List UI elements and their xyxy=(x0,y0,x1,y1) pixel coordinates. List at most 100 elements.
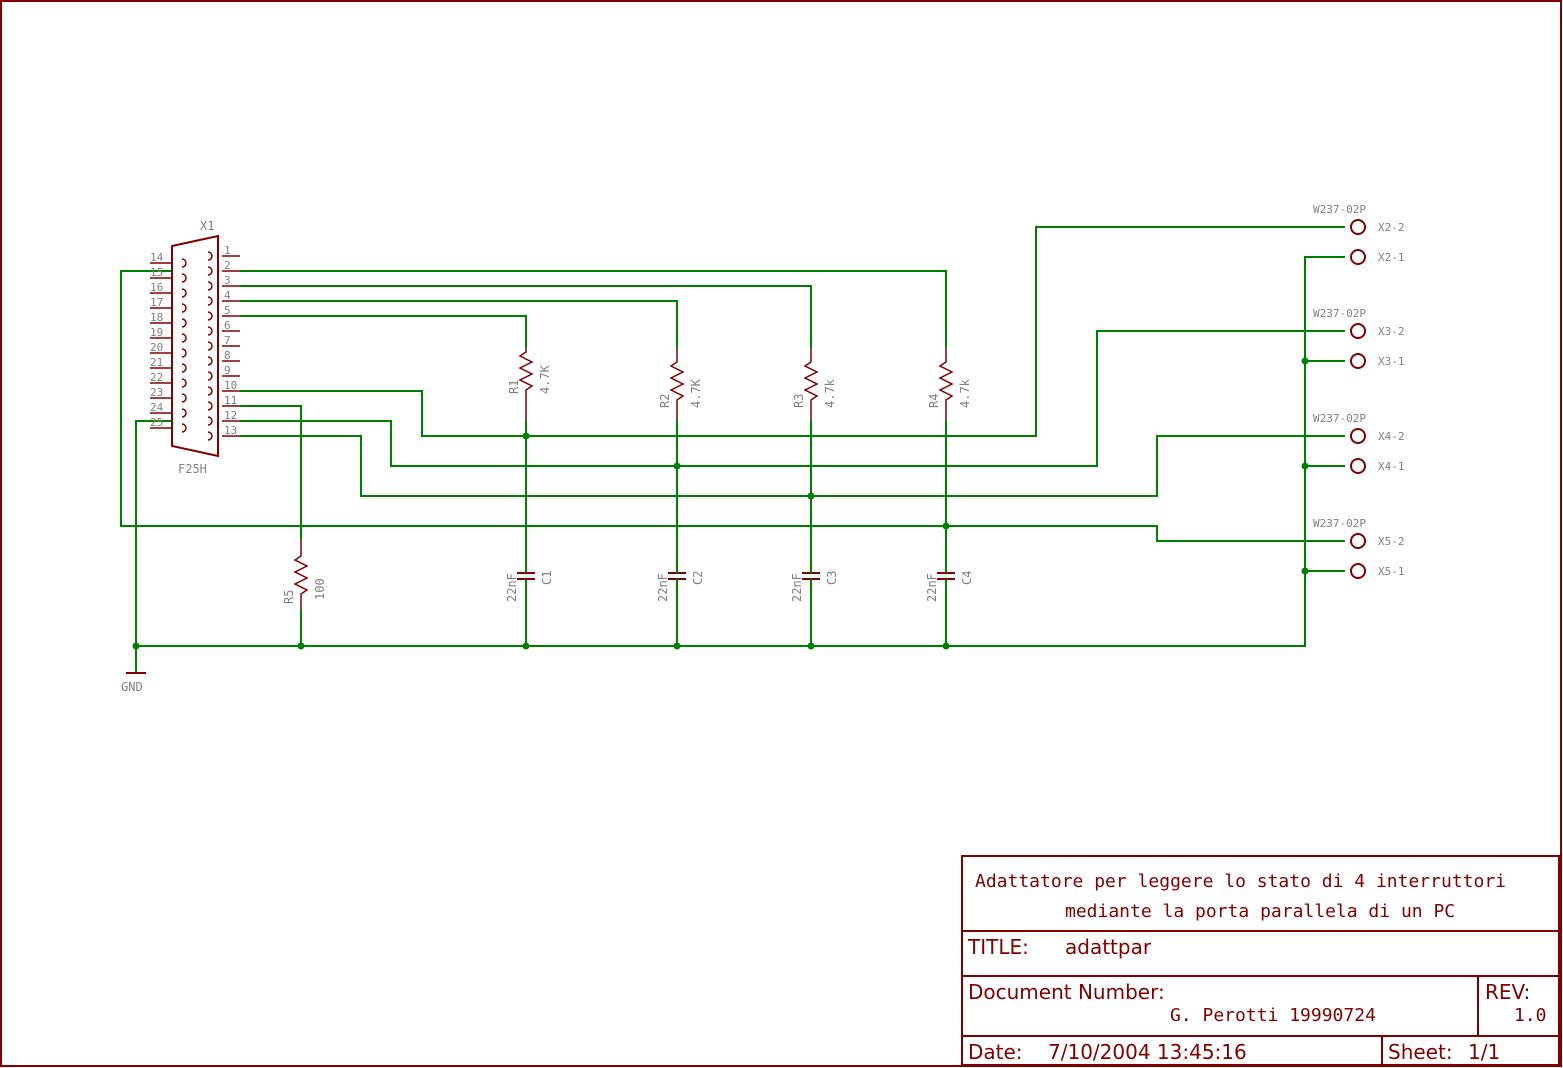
pin-number: 8 xyxy=(224,349,231,362)
terminal-x3: W237-02P X3-2 X3-1 xyxy=(1313,307,1405,369)
junction-dot xyxy=(673,462,681,470)
terminal-x5: W237-02P X5-2 X5-1 xyxy=(1313,517,1405,579)
connector-pin-left: 18 xyxy=(150,311,187,328)
connector-pin-left: 24 xyxy=(150,401,187,418)
pin-number: 11 xyxy=(224,394,237,407)
pin-number: 10 xyxy=(224,379,237,392)
capacitor-value: 22nF xyxy=(790,573,804,602)
title-block: Adattatore per leggere lo stato di 4 int… xyxy=(961,855,1560,1066)
pin-number: 24 xyxy=(150,401,164,414)
resistor-r1: R1 4.7K xyxy=(507,348,552,420)
pin-number: 12 xyxy=(224,409,237,422)
terminal-part: W237-02P xyxy=(1313,412,1366,425)
connector-pin-left: 16 xyxy=(150,281,187,298)
connector-pin-left: 21 xyxy=(150,356,187,373)
rev-label: REV: xyxy=(1485,980,1530,1004)
connector-pin-right: 13 xyxy=(207,424,240,441)
connector-value: F25H xyxy=(178,462,207,476)
terminal-pin-label: X5-2 xyxy=(1378,535,1405,548)
connector-pin-right: 5 xyxy=(207,304,240,321)
date-value: 7/10/2004 13:45:16 xyxy=(1048,1040,1247,1064)
connector-pin-left: 25 xyxy=(150,416,187,433)
connector-pin-left: 23 xyxy=(150,386,187,403)
junction-dot xyxy=(1301,462,1309,470)
pin-number: 16 xyxy=(150,281,163,294)
connector-pins: 1234567891011121314151617181920212223242… xyxy=(150,244,240,441)
terminal-pin-label: X4-1 xyxy=(1378,460,1405,473)
junction-dot xyxy=(673,642,681,650)
pin-number: 5 xyxy=(224,304,231,317)
capacitor-c1: 22nF C1 xyxy=(505,555,554,602)
resistor-ref: R3 xyxy=(792,394,806,408)
connector-pin-right: 12 xyxy=(207,409,240,426)
resistor-ref: R5 xyxy=(282,590,296,604)
resistor-r2: R2 4.7K xyxy=(658,348,703,420)
junction-dot xyxy=(942,642,950,650)
capacitor-value: 22nF xyxy=(925,573,939,602)
pin-number: 7 xyxy=(224,334,231,347)
pin-number: 9 xyxy=(224,364,231,377)
pin-number: 23 xyxy=(150,386,163,399)
pin-number: 6 xyxy=(224,319,231,332)
capacitor-ref: C3 xyxy=(825,571,839,585)
terminal-pin-label: X3-2 xyxy=(1378,325,1405,338)
sheet-value: 1/1 xyxy=(1468,1040,1500,1064)
connector-pin-right: 3 xyxy=(207,274,240,291)
pin-number: 4 xyxy=(224,289,231,302)
capacitor-value: 22nF xyxy=(505,573,519,602)
pin-number: 15 xyxy=(150,266,163,279)
terminal-part: W237-02P xyxy=(1313,203,1366,216)
junction-dot xyxy=(1301,567,1309,575)
pin-number: 22 xyxy=(150,371,163,384)
connector-pin-left: 22 xyxy=(150,371,187,388)
connector-pin-left: 15 xyxy=(150,266,187,283)
sheet-label: Sheet: xyxy=(1388,1040,1453,1064)
connector-pin-right: 4 xyxy=(207,289,240,306)
junction-dot xyxy=(132,642,140,650)
pin-number: 18 xyxy=(150,311,163,324)
resistor-r4: R4 4.7k xyxy=(927,348,972,420)
connector-pin-right: 1 xyxy=(207,244,240,261)
connector-pin-right: 11 xyxy=(207,394,240,411)
connector-pin-left: 14 xyxy=(150,251,187,268)
junctions xyxy=(132,357,1309,650)
resistor-value: 4.7K xyxy=(538,364,552,394)
resistor-ref: R1 xyxy=(507,380,521,394)
title-label: TITLE: xyxy=(967,935,1029,959)
terminal-pin-label: X5-1 xyxy=(1378,565,1405,578)
connector-pin-right: 2 xyxy=(207,259,240,276)
pin-number: 1 xyxy=(224,244,231,257)
resistor-value: 100 xyxy=(313,578,327,600)
capacitor-c4: 22nF C4 xyxy=(925,555,974,602)
capacitor-value: 22nF xyxy=(656,573,670,602)
pin-number: 2 xyxy=(224,259,231,272)
pin-number: 14 xyxy=(150,251,164,264)
junction-dot xyxy=(807,492,815,500)
connector-pin-right: 8 xyxy=(207,349,240,366)
resistor-r3: R3 4.7k xyxy=(792,348,837,420)
connector-pin-right: 7 xyxy=(207,334,240,351)
gnd-label: GND xyxy=(121,680,143,694)
capacitor-c2: 22nF C2 xyxy=(656,555,705,602)
wires xyxy=(120,226,1345,672)
junction-dot xyxy=(807,642,815,650)
pin-number: 25 xyxy=(150,416,163,429)
capacitor-ref: C2 xyxy=(691,571,705,585)
rev-value: 1.0 xyxy=(1514,1005,1547,1026)
title-value: adattpar xyxy=(1065,935,1152,959)
terminal-x2: W237-02P X2-2 X2-1 xyxy=(1313,203,1405,265)
date-label: Date: xyxy=(968,1040,1023,1064)
junction-dot xyxy=(522,642,530,650)
resistor-ref: R4 xyxy=(927,394,941,408)
junction-dot xyxy=(1301,357,1309,365)
pin-number: 21 xyxy=(150,356,163,369)
terminal-part: W237-02P xyxy=(1313,517,1366,530)
connector-pin-left: 20 xyxy=(150,341,187,358)
title-description-line1: Adattatore per leggere lo stato di 4 int… xyxy=(975,871,1506,892)
pin-number: 20 xyxy=(150,341,163,354)
docnum-label: Document Number: xyxy=(968,980,1165,1004)
capacitor-c3: 22nF C3 xyxy=(790,555,839,602)
resistor-ref: R2 xyxy=(658,394,672,408)
